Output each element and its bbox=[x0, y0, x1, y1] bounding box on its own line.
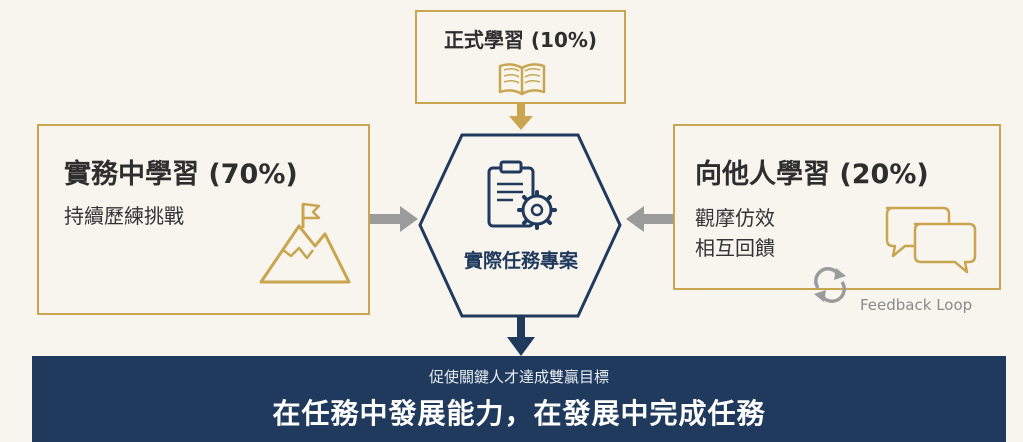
experiential-learning-box: 實務中學習 (70%) 持續歷練挑戰 bbox=[37, 124, 370, 315]
social-learning-line1: 觀摩仿效 bbox=[695, 206, 775, 230]
arrow-center-to-banner bbox=[507, 316, 535, 356]
banner-subtitle: 促使關鍵人才達成雙贏目標 bbox=[428, 368, 609, 386]
arrow-right-to-center bbox=[626, 206, 674, 232]
experiential-learning-subtitle: 持續歷練挑戰 bbox=[64, 204, 184, 228]
center-label: 實際任務專案 bbox=[463, 250, 578, 272]
banner-main-text: 在任務中發展能力，在發展中完成任務 bbox=[272, 397, 766, 430]
chat-bubbles-icon bbox=[885, 206, 977, 274]
formal-learning-box: 正式學習 (10%) bbox=[415, 10, 626, 104]
clipboard-gear-icon bbox=[487, 160, 557, 230]
experiential-learning-title: 實務中學習 (70%) bbox=[64, 159, 298, 190]
arrow-left-to-center bbox=[370, 206, 418, 232]
social-learning-line2: 相互回饋 bbox=[695, 236, 775, 260]
mountain-flag-icon bbox=[259, 202, 351, 284]
feedback-loop-label: Feedback Loop bbox=[860, 296, 973, 314]
social-learning-box: 向他人學習 (20%) 觀摩仿效 相互回饋 bbox=[673, 124, 1001, 290]
arrow-top-to-center bbox=[509, 103, 533, 130]
conclusion-banner: 促使關鍵人才達成雙贏目標 在任務中發展能力，在發展中完成任務 bbox=[32, 356, 1006, 442]
book-icon bbox=[498, 63, 546, 96]
social-learning-title: 向他人學習 (20%) bbox=[695, 159, 929, 190]
refresh-cycle-icon bbox=[814, 267, 846, 303]
formal-learning-title: 正式學習 (10%) bbox=[443, 28, 598, 52]
